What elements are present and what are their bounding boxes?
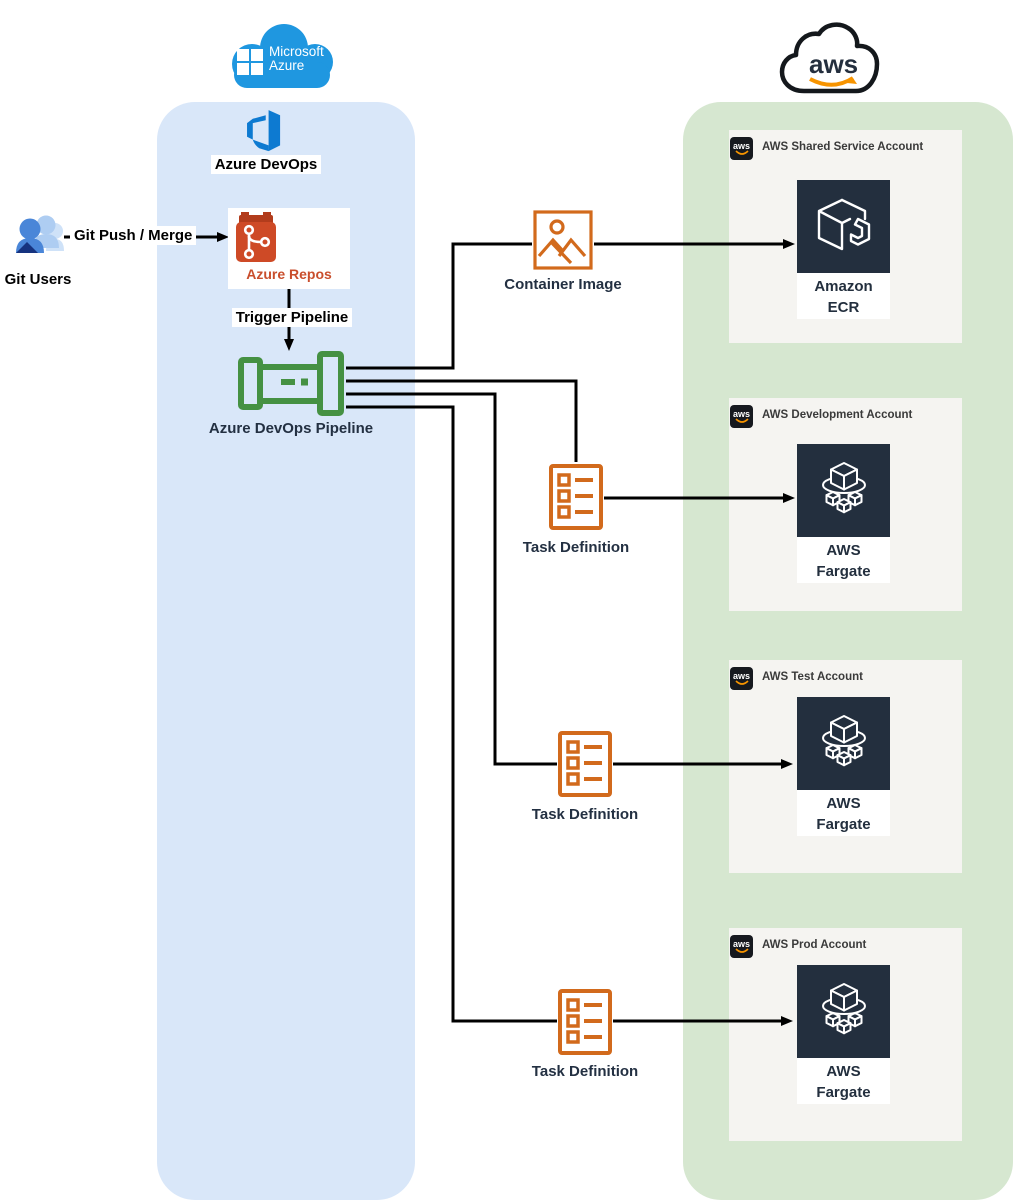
azure-devops-icon [242, 108, 288, 159]
aws-cloud-icon: aws [779, 22, 880, 94]
aws-fargate-node: AWS Fargate [797, 965, 890, 1104]
container-image-icon [532, 209, 594, 271]
aws-smile-icon [734, 947, 749, 953]
aws-badge-icon: aws [730, 405, 753, 428]
aws-badge-icon: aws [730, 137, 753, 160]
task-definition-icon [557, 987, 613, 1057]
arrow-pipeline-to-ecr [346, 239, 795, 370]
azure-repos-node: Azure Repos [228, 208, 350, 289]
account-label: AWS Test Account [762, 671, 863, 683]
aws-smile-icon [734, 679, 749, 685]
azure-cloud-label: Microsoft Azure [269, 45, 324, 73]
amazon-ecr-icon [797, 180, 890, 273]
trigger-pipeline-label: Trigger Pipeline [226, 308, 358, 327]
aws-fargate-icon [797, 444, 890, 537]
git-users-icon [8, 206, 68, 271]
aws-badge-label: aws [732, 670, 750, 681]
azure-devops-section-label: Azure DevOps [196, 155, 336, 174]
git-push-label: Git Push / Merge [70, 226, 197, 245]
azure-pipeline-label: Azure DevOps Pipeline [208, 420, 374, 437]
aws-fargate-node: AWS Fargate [797, 444, 890, 583]
azure-cloud-line2: Azure [269, 58, 305, 73]
aws-cloud-logo: aws [776, 20, 892, 105]
service-label: AWS Fargate [797, 537, 890, 583]
service-label: AWS Fargate [797, 1058, 890, 1104]
account-label: AWS Development Account [762, 409, 913, 421]
task-definition-label: Task Definition [531, 1063, 639, 1080]
task-definition-icon [548, 462, 604, 532]
arrow-pipeline-to-fargate-prod [346, 405, 793, 1026]
aws-badge-label: aws [732, 938, 750, 949]
azure-pipeline-icon [236, 351, 346, 422]
aws-cloud-label: aws [809, 49, 858, 79]
service-label: Amazon ECR [797, 273, 890, 319]
windows-flag-icon [237, 49, 263, 75]
task-definition-label: Task Definition [531, 806, 639, 823]
aws-badge-icon: aws [730, 935, 753, 958]
arrow-pipeline-to-fargate-test [346, 392, 793, 769]
aws-fargate-icon [797, 965, 890, 1058]
aws-fargate-icon [797, 697, 890, 790]
aws-fargate-node: AWS Fargate [797, 697, 890, 836]
account-label: AWS Prod Account [762, 939, 867, 951]
arrow-pipeline-to-fargate-dev [346, 379, 795, 503]
aws-smile-icon [734, 149, 749, 155]
account-label: AWS Shared Service Account [762, 141, 924, 153]
aws-smile-icon [734, 417, 749, 423]
git-users-label: Git Users [4, 271, 72, 288]
azure-repos-label: Azure Repos [246, 266, 332, 282]
container-image-label: Container Image [504, 276, 622, 293]
task-definition-label: Task Definition [522, 539, 630, 556]
service-label: AWS Fargate [797, 790, 890, 836]
azure-cloud-line1: Microsoft [269, 44, 324, 59]
amazon-ecr-node: Amazon ECR [797, 180, 890, 319]
aws-badge-icon: aws [730, 667, 753, 690]
aws-badge-label: aws [732, 408, 750, 419]
aws-badge-label: aws [732, 140, 750, 151]
task-definition-icon [557, 729, 613, 799]
azure-repos-icon [234, 212, 278, 269]
